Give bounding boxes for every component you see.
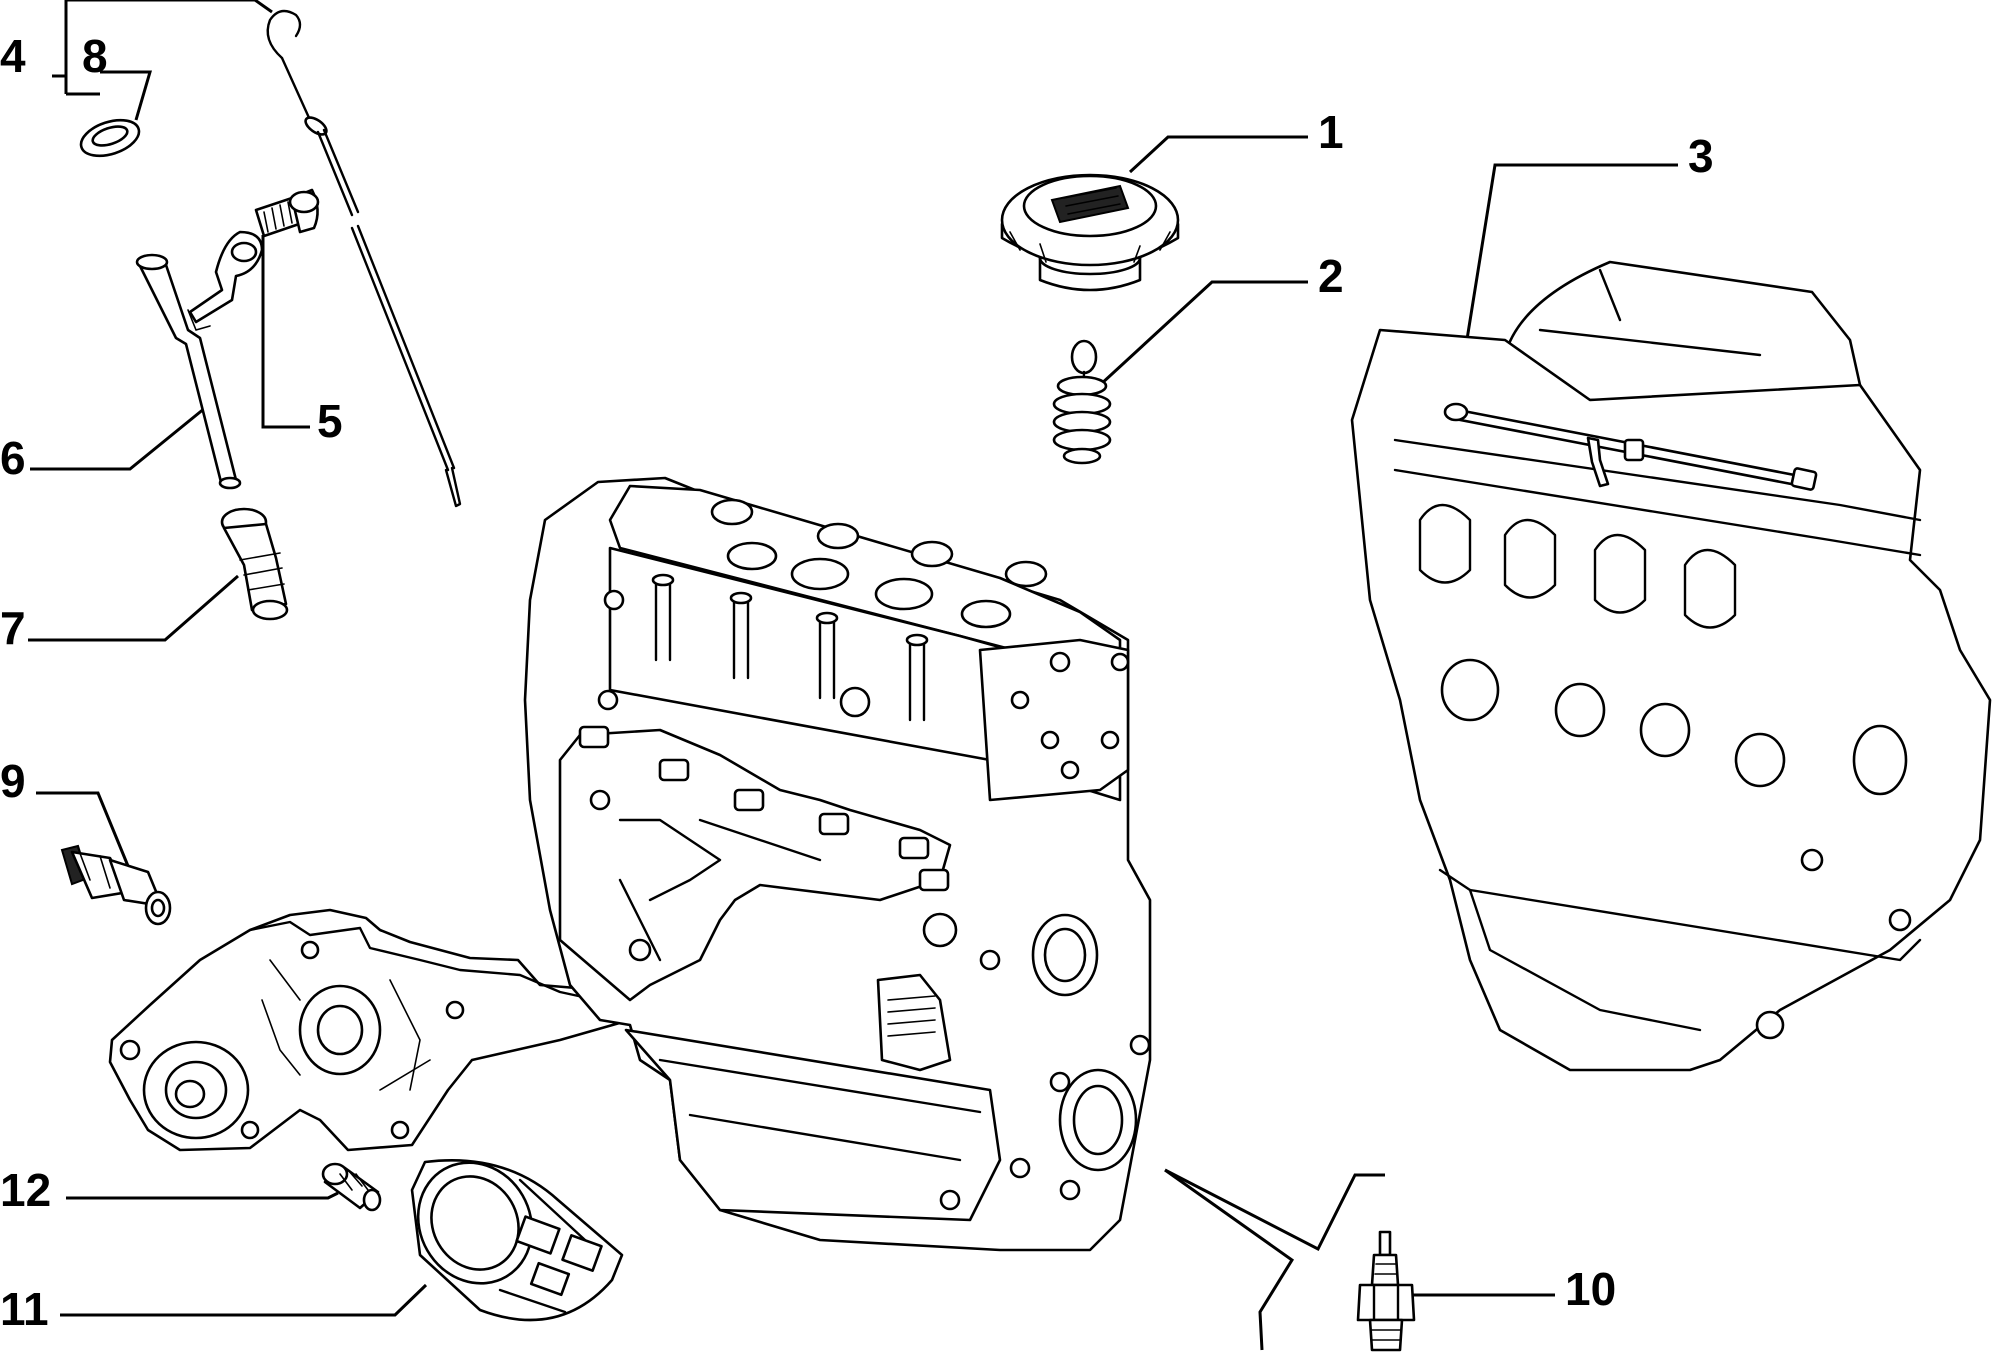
callout-8: 8 xyxy=(82,30,108,82)
leader-11 xyxy=(60,1283,428,1317)
oil-pump-housing xyxy=(108,908,642,1152)
callout-1: 1 xyxy=(1318,106,1344,158)
engine-assembly-rear-view xyxy=(1350,260,1992,1072)
callout-6: 6 xyxy=(0,432,26,484)
callout-4: 4 xyxy=(0,30,26,82)
callout-11: 11 xyxy=(0,1283,49,1335)
dipstick-guide-tube xyxy=(135,230,264,490)
oil-pressure-switch xyxy=(60,844,172,926)
callout-7: 7 xyxy=(0,602,26,654)
seal-ring xyxy=(79,118,141,158)
callout-3: 3 xyxy=(1688,130,1714,182)
leader-7 xyxy=(28,574,239,642)
tube-seal xyxy=(220,507,289,621)
engine-assembly-front-view xyxy=(523,476,1152,1252)
leader-10-locator-lower xyxy=(1164,1168,1295,1351)
crankcase-breather-filter xyxy=(1052,339,1112,465)
callout-5: 5 xyxy=(317,395,343,447)
callout-2: 2 xyxy=(1318,250,1344,302)
plug xyxy=(321,1162,382,1212)
spark-plug xyxy=(1356,1230,1416,1352)
leader-1 xyxy=(1128,135,1308,174)
bracket-4-top xyxy=(66,0,273,14)
bolt xyxy=(254,188,320,238)
callout-12: 12 xyxy=(0,1164,51,1216)
leader-5 xyxy=(261,235,310,429)
leader-4 xyxy=(52,74,68,94)
callout-9: 9 xyxy=(0,755,26,807)
leader-6 xyxy=(30,406,206,471)
leader-2 xyxy=(1098,280,1308,387)
leader-10 xyxy=(1398,1293,1555,1310)
leader-3 xyxy=(1454,163,1678,409)
leader-9 xyxy=(36,791,130,867)
oil-dipstick xyxy=(266,9,462,508)
callout-10: 10 xyxy=(1565,1263,1616,1315)
oil-filter xyxy=(410,1158,624,1322)
leader-12 xyxy=(66,1191,339,1200)
leader-8 xyxy=(100,70,152,121)
oil-filler-cap xyxy=(1000,173,1180,292)
leader-lines xyxy=(28,0,1678,1351)
leader-10-locator-upper xyxy=(1164,1168,1385,1252)
